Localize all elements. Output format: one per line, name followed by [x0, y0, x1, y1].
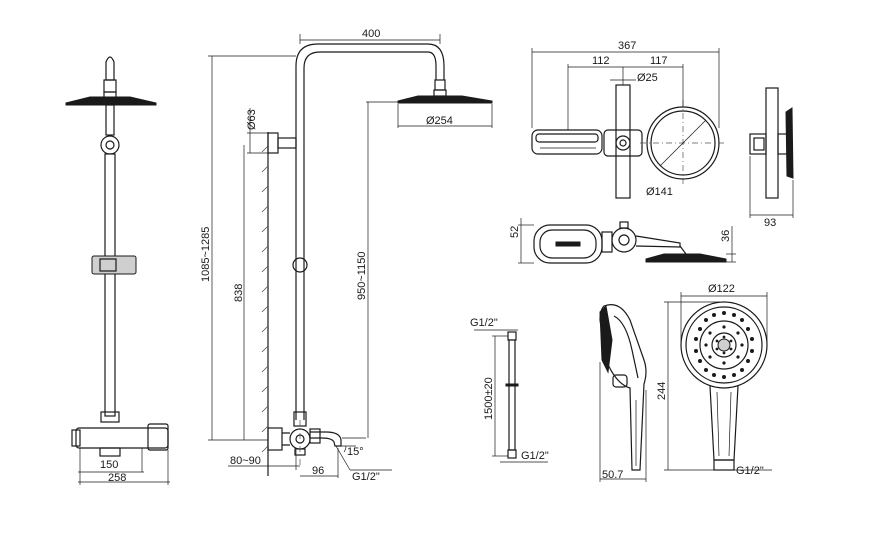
dim-hand-shower-diameter: Ø122: [708, 283, 735, 295]
dim-overall-height: 1085~1285: [200, 227, 212, 282]
dim-shelf-height: 52: [509, 226, 521, 238]
dim-hand-shower-length: 244: [656, 382, 668, 400]
dim-hose-length: 1500±20: [483, 377, 495, 420]
shelf-side-view-dimensions: 93: [749, 156, 794, 229]
front-view: [65, 56, 169, 457]
shelf-plan-view: [533, 221, 727, 264]
dim-hose-top-thread: G1/2": [470, 317, 498, 329]
shelf-side-view: [749, 87, 794, 199]
dim-mixer-centers: 150: [100, 459, 118, 471]
hand-shower-side-dimensions: 50.7: [599, 362, 647, 482]
dim-pipe-diameter: Ø63: [246, 109, 258, 130]
shelf-top-view: [531, 84, 726, 199]
hose-dimensions: G1/2" 1500±20 G1/2": [470, 317, 549, 463]
side-view: [261, 43, 493, 476]
dim-shelf-depth: 117: [650, 55, 668, 67]
hand-shower-front-view: [680, 301, 768, 471]
hand-shower-front-dimensions: Ø122 244 G1/2": [656, 283, 772, 477]
dim-head-height: 950~1150: [356, 252, 368, 300]
dim-mixer-width: 258: [108, 472, 126, 484]
dim-spout-angle: 15°: [347, 446, 364, 458]
dim-shelf-circle: Ø141: [646, 186, 673, 198]
dim-hand-shower-thread: G1/2": [736, 465, 764, 477]
dim-side-depth: 93: [764, 217, 776, 229]
front-view-dimensions: 150 258: [78, 448, 170, 485]
dim-hose-bottom-thread: G1/2": [521, 450, 549, 462]
dim-head-diameter: Ø254: [426, 115, 453, 127]
dim-rod-diameter: Ø25: [637, 72, 658, 84]
shelf-plan-dimensions: 52 36: [509, 218, 736, 264]
dim-wall-offset: 80~90: [230, 455, 261, 467]
shelf-top-view-dimensions: 367 112 117 Ø25 Ø141: [531, 40, 720, 198]
dim-handle-depth: 50.7: [602, 469, 623, 481]
dim-arm-length: 400: [362, 28, 380, 40]
dim-rail-height: 838: [233, 284, 245, 302]
dim-spout-length: 96: [312, 465, 324, 477]
hand-shower-side-view: [599, 304, 647, 471]
hose-view: [505, 331, 519, 459]
dim-shelf-offset: 112: [592, 55, 610, 67]
side-view-dimensions: 400 1085~1285 Ø63 838 950~1150 Ø254 80~9…: [200, 28, 493, 483]
dim-head-thickness: 36: [720, 230, 732, 242]
dim-shelf-span: 367: [618, 40, 636, 52]
dim-spout-thread: G1/2": [352, 471, 380, 483]
